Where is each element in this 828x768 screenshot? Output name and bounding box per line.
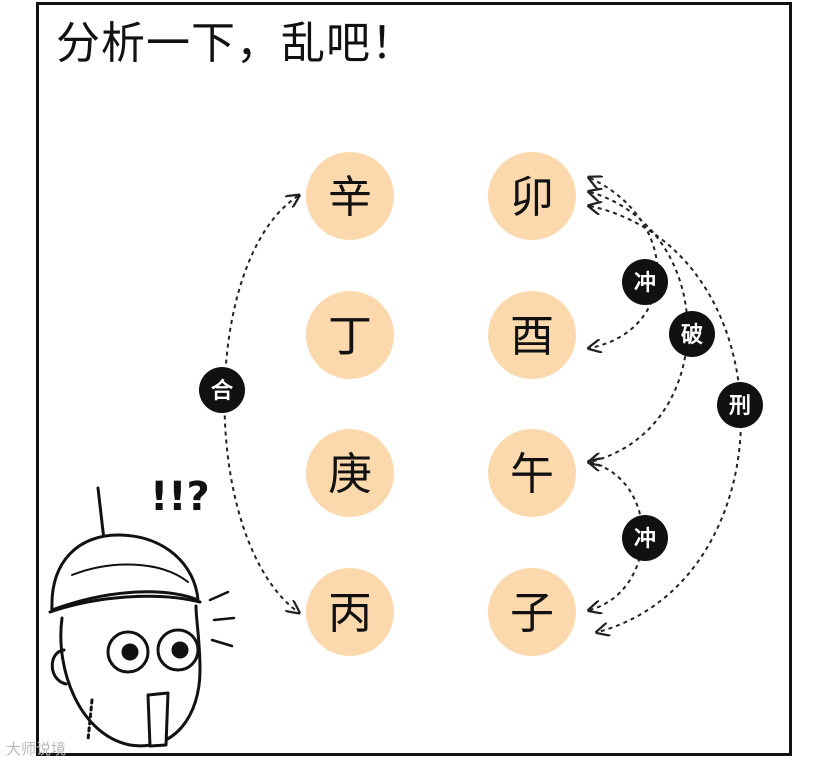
stem-circle: 庚 <box>306 429 394 517</box>
svg-text:合: 合 <box>211 378 234 404</box>
branch-circle: 酉 <box>488 291 576 379</box>
branch-label: 子 <box>510 588 554 639</box>
stem-label: 丁 <box>328 311 372 362</box>
cartoon-official-character <box>50 488 234 746</box>
svg-text:破: 破 <box>681 322 703 348</box>
stem-circle: 丙 <box>306 568 394 656</box>
stem-label: 庚 <box>328 449 372 500</box>
branch-circle: 子 <box>488 568 576 656</box>
exclamation-marks: !!? <box>150 474 210 520</box>
chong-bottom-badge: 冲 <box>622 515 668 561</box>
he-badge: 合 <box>199 367 245 413</box>
stem-circle: 辛 <box>306 152 394 240</box>
svg-text:刑: 刑 <box>729 394 751 419</box>
stem-circle: 丁 <box>306 291 394 379</box>
open-mouth <box>148 693 168 746</box>
svg-text:冲: 冲 <box>634 527 656 552</box>
svg-text:冲: 冲 <box>634 271 656 296</box>
hat-spike <box>98 488 104 540</box>
relation-arrows <box>225 178 742 632</box>
face <box>61 606 200 746</box>
stem-label: 丙 <box>328 588 372 639</box>
branch-label: 午 <box>510 449 554 500</box>
xing-arrow <box>590 206 741 632</box>
branch-label: 酉 <box>510 311 554 362</box>
branch-column: 卯 酉 午 子 <box>488 152 576 656</box>
watermark: 大师说境 <box>6 738 66 759</box>
shock-lines <box>210 592 234 646</box>
stem-label: 辛 <box>328 172 372 223</box>
branch-circle: 卯 <box>488 152 576 240</box>
xing-badge: 刑 <box>717 382 763 428</box>
chong-top-badge: 冲 <box>622 259 668 305</box>
branch-circle: 午 <box>488 429 576 517</box>
po-badge: 破 <box>669 311 715 357</box>
stem-column: 辛 丁 庚 丙 <box>306 152 394 656</box>
branch-label: 卯 <box>510 172 554 223</box>
